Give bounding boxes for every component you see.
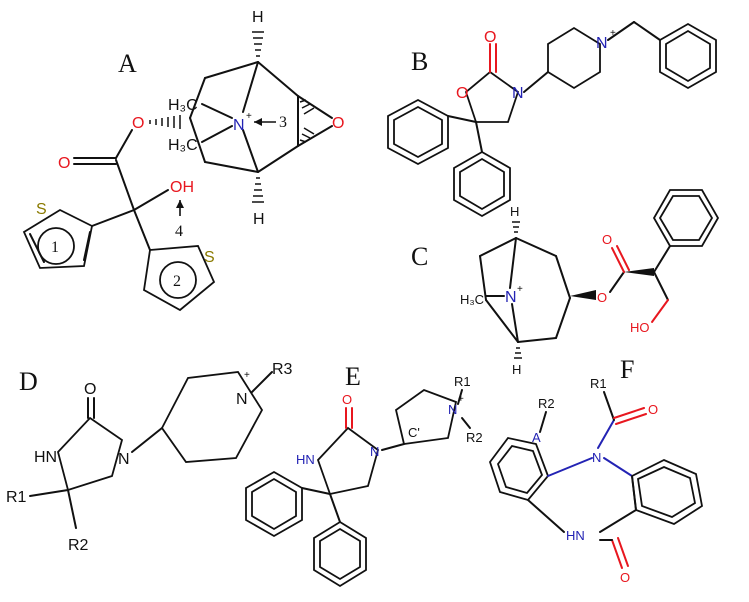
atom-o-acyl-f: O: [648, 402, 658, 417]
atom-r1-e: R1: [454, 374, 471, 389]
atom-n-pyr-e: N: [448, 402, 457, 417]
structure-b: O O N N +: [387, 21, 717, 218]
atom-h-bottom-c: H: [512, 362, 521, 377]
panel-label-c: C: [411, 242, 428, 271]
atom-o-d: O: [84, 381, 96, 398]
atom-methyl-c: H₃C: [460, 292, 484, 307]
atom-n-a: N: [233, 117, 245, 134]
annotation-3: 3: [279, 114, 287, 131]
atom-oh-a: OH: [170, 179, 194, 196]
atom-o-ester-c: O: [597, 290, 607, 305]
atom-n-pip-d: N: [236, 391, 248, 408]
panel-label-f: F: [620, 355, 634, 384]
panel-label-b: B: [411, 47, 428, 76]
atom-r1-d: R1: [6, 489, 27, 506]
atom-n-e: N: [370, 444, 379, 459]
n-charge-d: +: [244, 370, 250, 381]
atom-h-bottom: H: [253, 211, 265, 228]
atom-h-top-c: H: [510, 204, 519, 219]
atom-o-lactam-f: O: [620, 570, 630, 585]
structure-d: O HN N R1 R2 N + R3: [6, 361, 293, 554]
atom-o-ring-b: O: [456, 85, 468, 102]
structure-c: H H N + H₃C O O HO: [460, 189, 720, 377]
n-charge-a: +: [246, 111, 252, 122]
atom-nh-d: HN: [34, 449, 57, 466]
panel-label-e: E: [345, 362, 361, 391]
structure-f: A R2 N HN O R1 O: [488, 376, 703, 585]
atom-r2-f: R2: [538, 396, 555, 411]
n-charge-e: +: [458, 394, 464, 405]
n-charge-b: +: [610, 28, 616, 39]
structure-a: O H H N + H₃C H₃C 3 O O: [22, 9, 344, 312]
atom-r2-d: R2: [68, 537, 89, 554]
atom-methyl-1: H₃C: [168, 97, 198, 114]
atom-n-ring-b: N: [512, 85, 524, 102]
atom-o-carbonyl-b: O: [484, 29, 496, 46]
atom-r3-d: R3: [272, 361, 293, 378]
atom-a-f: A: [532, 430, 541, 445]
panel-label-d: D: [19, 367, 38, 396]
panel-label-a: A: [118, 49, 137, 78]
atom-r2-e: R2: [466, 430, 483, 445]
annotation-ring-1: 1: [51, 239, 59, 256]
atom-c-prime-e: C': [408, 425, 420, 440]
atom-s2: S: [204, 249, 215, 266]
annotation-ring-2: 2: [173, 273, 181, 290]
atom-r1-f: R1: [590, 376, 607, 391]
atom-n-c: N: [505, 289, 517, 306]
atom-o-epoxide: O: [332, 115, 344, 132]
atom-n-pip-b: N: [596, 35, 608, 52]
atom-o-ester: O: [132, 115, 144, 132]
atom-o-carbonyl-c: O: [602, 232, 612, 247]
annotation-4: 4: [175, 223, 183, 240]
atom-o-e: O: [342, 392, 352, 407]
atom-methyl-2: H₃C: [168, 137, 198, 154]
structure-e: O HN N C' N + R1 R2: [245, 374, 483, 588]
atom-s1: S: [36, 201, 47, 218]
atom-o-carbonyl-a: O: [58, 155, 70, 172]
atom-n-f: N: [592, 450, 601, 465]
atom-n-d: N: [118, 451, 130, 468]
atom-nh-f: HN: [566, 528, 585, 543]
n-charge-c: +: [517, 284, 523, 295]
atom-h-top: H: [252, 9, 264, 26]
atom-oh-c: HO: [630, 320, 650, 335]
atom-nh-e: HN: [296, 452, 315, 467]
